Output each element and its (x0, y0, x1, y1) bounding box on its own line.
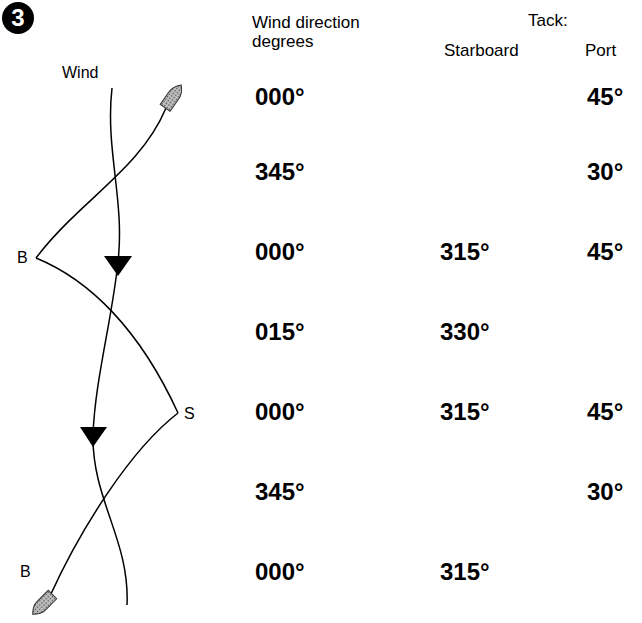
point-label: B (17, 249, 28, 267)
table-cell: 000° (255, 399, 305, 425)
wind-label: Wind (62, 64, 98, 82)
boat-track (50, 413, 178, 596)
boat-track (36, 258, 178, 413)
table-cell: 30° (587, 479, 623, 505)
table-cell: 30° (587, 159, 623, 185)
boat (28, 590, 56, 618)
wind-arrowhead (104, 256, 132, 276)
table-cell: 000° (255, 84, 305, 110)
boat-track (36, 108, 166, 258)
boat (160, 81, 186, 111)
table-cell: 315° (440, 399, 490, 425)
point-label: S (184, 405, 195, 423)
column-header: Port (585, 42, 616, 61)
table-cell: 45° (587, 84, 623, 110)
wind-line (93, 88, 127, 605)
table-cell: 330° (440, 319, 490, 345)
table-cell: 345° (255, 479, 305, 505)
table-cell: 45° (587, 239, 623, 265)
table-cell: 315° (440, 239, 490, 265)
table-cell: 45° (587, 399, 623, 425)
callout-number: 3 (3, 5, 33, 31)
table-cell: 315° (440, 559, 490, 585)
column-header: Tack: (528, 12, 568, 31)
callout-circle (2, 2, 34, 34)
column-header: Starboard (444, 42, 519, 61)
wind-arrowhead (80, 427, 107, 447)
point-label: B (20, 563, 31, 581)
table-cell: 000° (255, 559, 305, 585)
column-header: Wind direction degrees (252, 14, 377, 51)
table-cell: 000° (255, 239, 305, 265)
table-cell: 015° (255, 319, 305, 345)
table-cell: 345° (255, 159, 305, 185)
